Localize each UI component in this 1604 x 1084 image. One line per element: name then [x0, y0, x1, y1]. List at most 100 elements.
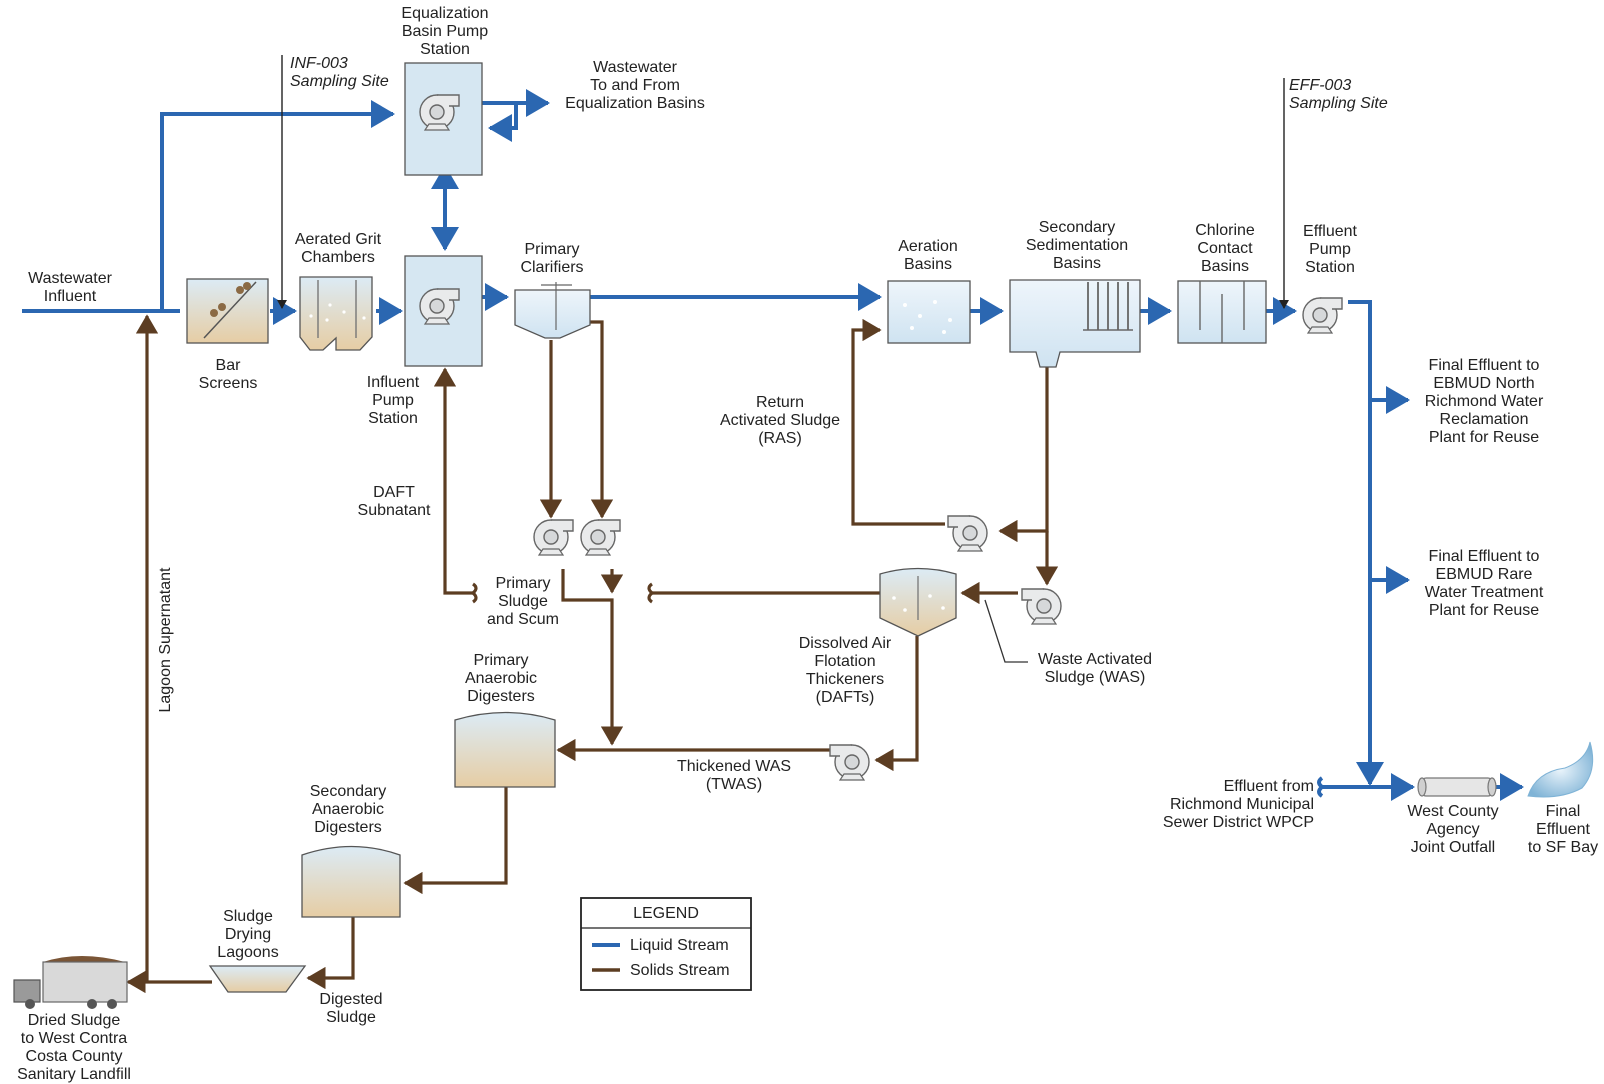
ras-line: Return	[756, 394, 804, 411]
dried-sludge-line: Costa County	[26, 1048, 123, 1065]
sed-to-ras-pump-line	[998, 367, 1049, 543]
influent-pump-line: Pump	[372, 392, 414, 409]
wastewater-influent-line: Wastewater	[28, 270, 113, 287]
secondary-digesters-line: Anaerobic	[312, 801, 384, 818]
daft-subnatant-line: DAFT	[373, 484, 415, 501]
inf003-line: INF-003	[290, 55, 348, 72]
to-from-eq-line: Wastewater	[593, 59, 678, 76]
sludge-drying-lagoon	[208, 965, 307, 993]
daft-to-twas-pump-line	[874, 636, 919, 772]
secondary-digesters-line: Secondary	[310, 783, 387, 800]
primary-to-secondary-digester-line	[403, 787, 508, 895]
to-from-eq-line: Equalization Basins	[565, 95, 705, 112]
final-north-line: EBMUD North	[1433, 375, 1534, 392]
dried-sludge-line: to West Contra	[21, 1030, 128, 1047]
secondary-sed-line: Secondary	[1039, 219, 1116, 236]
primary-clarifiers-line: Primary	[524, 241, 579, 258]
primary-digesters-line: Primary	[473, 652, 528, 669]
joint-outfall-line: Joint Outfall	[1411, 839, 1495, 856]
clarifier-sludge-line-2	[585, 320, 614, 519]
dried-sludge-line: Sanitary Landfill	[17, 1066, 131, 1083]
dissolved-air-flotation-thickener	[879, 567, 957, 637]
eq-pump-station-line: Basin Pump	[402, 23, 488, 40]
dafts-line: Flotation	[814, 653, 875, 670]
dafts-line: Thickeners	[806, 671, 884, 688]
twas-line: (TWAS)	[706, 776, 762, 793]
aerated-grit-line: Aerated Grit	[295, 231, 382, 248]
legend-label-solids: Solids Stream	[630, 962, 730, 979]
dafts-line: (DAFTs)	[816, 689, 875, 706]
primary-sludge-line: Sludge	[498, 593, 548, 610]
secondary-sedimentation-basins	[1009, 279, 1141, 368]
eff003-line: Sampling Site	[1289, 95, 1388, 112]
secondary-anaerobic-digester	[301, 845, 401, 918]
inf003-line: Sampling Site	[290, 73, 389, 90]
twas-label: Thickened WAS(TWAS)	[677, 758, 791, 793]
primary-clarifiers-line: Clarifiers	[520, 259, 583, 276]
equalization-pump-station	[404, 62, 483, 176]
primary-sludge-line: Primary	[495, 575, 550, 592]
bar-screens	[186, 278, 269, 344]
digested-sludge-line: Digested	[319, 991, 382, 1008]
richmond-effluent-line: Richmond Municipal	[1170, 796, 1314, 813]
drying-lagoons-line: Drying	[225, 926, 271, 943]
final-north-line: Final Effluent to	[1429, 357, 1540, 374]
final-rare-line: Water Treatment	[1425, 584, 1544, 601]
aerated-grit-line: Chambers	[301, 249, 375, 266]
pump-icon	[580, 519, 621, 556]
final-north-line: Richmond Water	[1425, 393, 1544, 410]
was-callout-line	[984, 599, 1028, 663]
primary-digesters-line: Digesters	[467, 688, 535, 705]
ras-line: Activated Sludge	[720, 412, 840, 429]
secondary-sed-line: Basins	[1053, 255, 1101, 272]
bypass-to-eq-line	[160, 100, 395, 311]
final-rare-line: EBMUD Rare	[1436, 566, 1533, 583]
solids-stream-lines	[126, 314, 1059, 994]
primary-sludge-to-digester	[561, 569, 624, 746]
chlorine-contact-line: Chlorine	[1195, 222, 1255, 239]
secondary-sed-line: Sedimentation	[1026, 237, 1128, 254]
influent-pump-line: Influent	[367, 374, 420, 391]
chlorine-contact-line: Basins	[1201, 258, 1249, 275]
twas-line: Thickened WAS	[677, 758, 791, 775]
ras-return-line	[851, 318, 945, 526]
ras-line: (RAS)	[758, 430, 802, 447]
dafts-line: Dissolved Air	[799, 635, 892, 652]
effluent-pump-line: Station	[1305, 259, 1355, 276]
chlorine-contact-basins	[1177, 280, 1267, 344]
final-north-line: Reclamation	[1440, 411, 1529, 428]
final-rare-line: Plant for Reuse	[1429, 602, 1539, 619]
pump-icon	[1302, 297, 1343, 334]
effluent-pump-line: Pump	[1309, 241, 1351, 258]
influent-pump-line: Station	[368, 410, 418, 427]
chlorine-contact-line: Contact	[1197, 240, 1253, 257]
daft-subnatant-line: Subnatant	[358, 502, 432, 519]
primary-anaerobic-digester	[454, 711, 556, 788]
final-sf-bay-line: Effluent	[1536, 821, 1591, 838]
was-line: Sludge (WAS)	[1045, 669, 1146, 686]
liquid-stream-lines	[22, 89, 1524, 801]
final-north-line: Plant for Reuse	[1429, 429, 1539, 446]
final-sf-bay-line: to SF Bay	[1528, 839, 1598, 856]
final-rare-line: Final Effluent to	[1429, 548, 1540, 565]
